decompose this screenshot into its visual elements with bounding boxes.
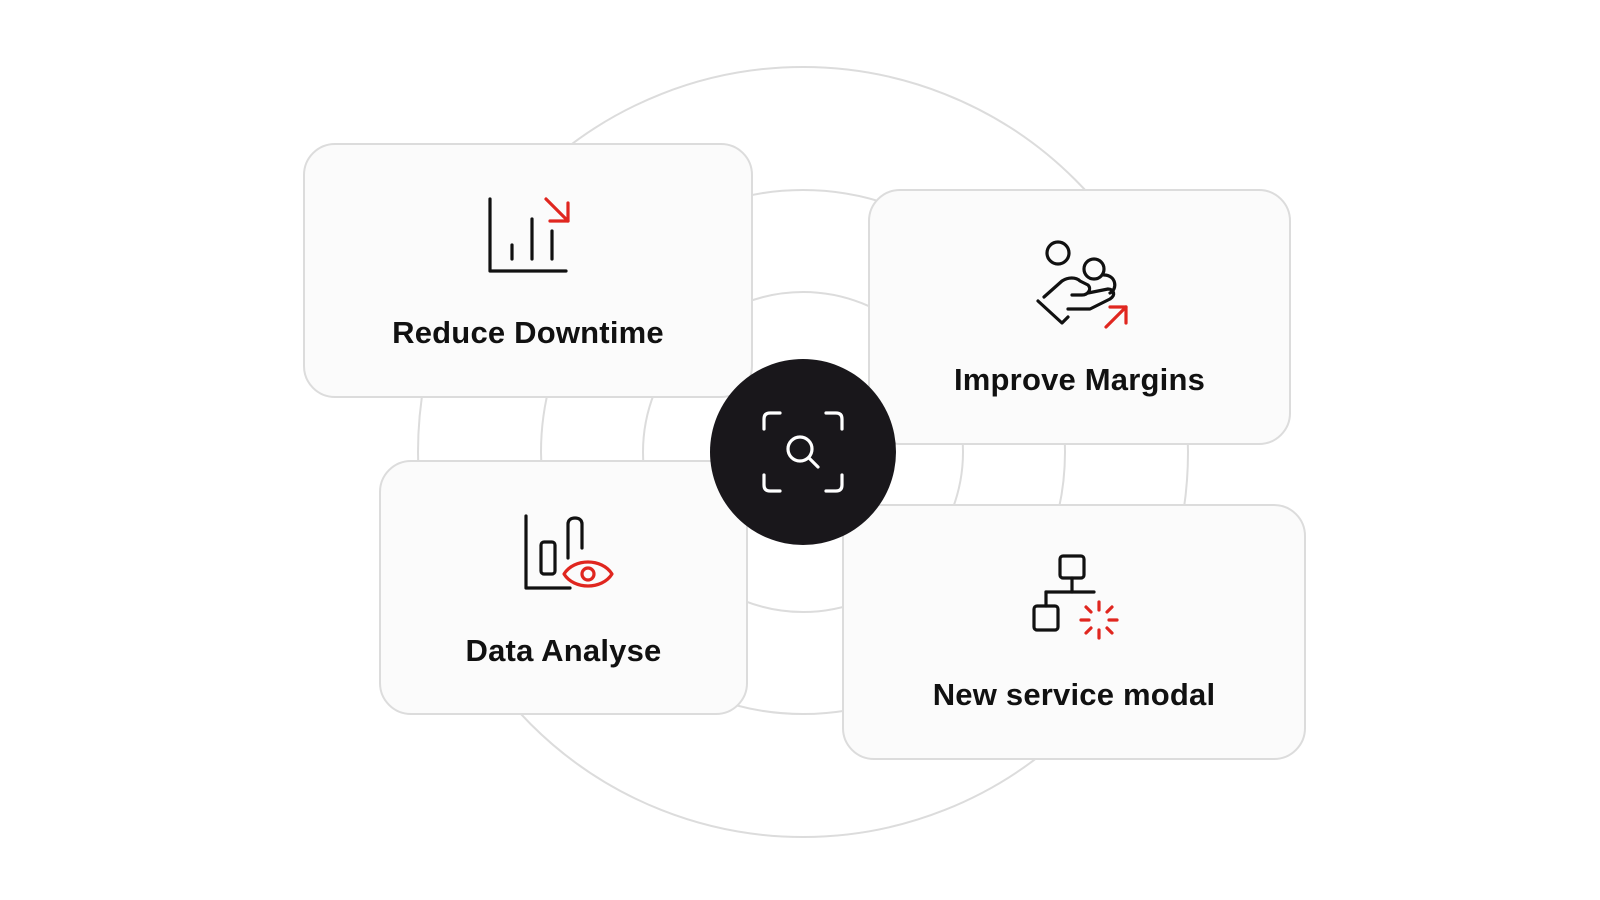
card-label: Data Analyse xyxy=(465,633,662,668)
card-label: Reduce Downtime xyxy=(392,315,664,350)
card-reduce-downtime: Reduce Downtime xyxy=(303,143,753,398)
middle-ring xyxy=(540,189,1066,715)
card-label: New service modal xyxy=(932,677,1216,712)
card-new-service-modal: New service modal xyxy=(842,504,1306,760)
hierarchy-loading-icon xyxy=(1024,552,1124,652)
outer-ring xyxy=(417,66,1189,838)
card-label: Improve Margins xyxy=(953,362,1206,397)
hand-coins-up-arrow-icon xyxy=(1030,237,1130,337)
inner-ring xyxy=(642,291,964,613)
card-improve-margins: Improve Margins xyxy=(868,189,1291,445)
scan-search-icon xyxy=(762,411,844,493)
center-hub xyxy=(710,359,896,545)
chart-eye-icon xyxy=(514,508,614,608)
bar-chart-down-arrow-icon xyxy=(478,189,578,289)
card-data-analyse: Data Analyse xyxy=(379,460,748,715)
